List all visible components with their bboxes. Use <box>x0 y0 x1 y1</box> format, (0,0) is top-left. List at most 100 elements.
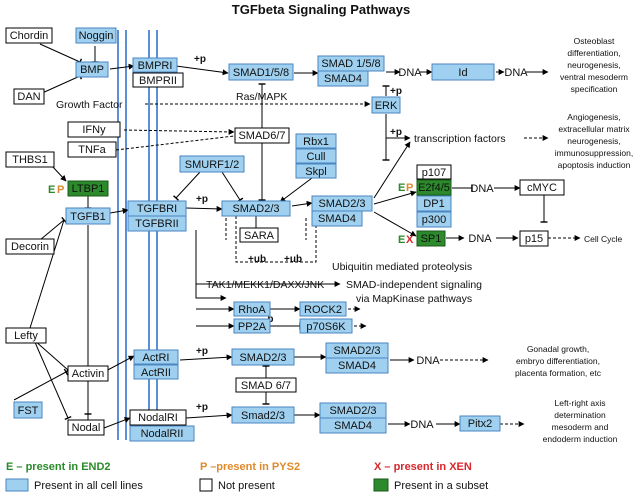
node-label: LTBP1 <box>72 183 105 195</box>
node-smad158[interactable]: SMAD1/5/8 <box>228 63 294 81</box>
node-ifny[interactable]: IFNy <box>67 121 121 138</box>
node-p70s6k[interactable]: p70S6K <box>299 318 353 334</box>
node-pitx2[interactable]: Pitx2 <box>459 415 501 432</box>
node-label: SMAD2/3 <box>232 203 279 215</box>
node-bmprii[interactable]: BMPRII <box>132 72 184 88</box>
outcome-line: Angiogenesis, <box>567 112 620 122</box>
node-e2f-complex[interactable]: p107 E2f4/5 DP1 p300 <box>416 164 452 228</box>
node-rock2[interactable]: ROCK2 <box>299 301 347 317</box>
phospho-label: +p <box>390 127 402 138</box>
node-tgfbr[interactable]: TGFBRI TGFBRII <box>127 200 187 232</box>
tak-label: TAK1/MEKK1/DAXX/JNK <box>206 279 324 291</box>
node-label: SMAD2/3 <box>329 405 376 417</box>
node-thbs1[interactable]: THBS1 <box>5 151 55 168</box>
node-p15[interactable]: p15 <box>519 230 549 247</box>
outcome-nodal: Left-right axis determination mesoderm a… <box>543 398 618 444</box>
phospho-label: +p <box>196 194 208 205</box>
node-actr[interactable]: ActRI ActRII <box>133 349 179 380</box>
node-label: DP1 <box>423 198 444 210</box>
node-id[interactable]: Id <box>431 63 495 81</box>
node-sara[interactable]: SARA <box>239 227 279 243</box>
legend-not: Not present <box>218 480 275 492</box>
node-label: p107 <box>422 167 446 179</box>
outcome-line: placenta formation, etc <box>515 368 602 378</box>
outcome-line: Left-right axis <box>554 398 605 408</box>
node-label: BMP <box>80 64 104 76</box>
node-tgfb1[interactable]: TGFB1 <box>65 207 111 225</box>
node-label: TGFBRII <box>135 218 178 230</box>
node-tnfa[interactable]: TNFa <box>67 141 117 158</box>
marker-e: E <box>48 184 55 196</box>
node-label: DAN <box>17 91 40 103</box>
smad-independent-label: SMAD-independent signaling <box>346 279 482 291</box>
node-bmpri[interactable]: BMPRI <box>132 57 178 73</box>
connectors <box>13 43 581 429</box>
node-nodalr[interactable]: NodalRI NodalRII <box>129 409 195 442</box>
node-smad23-activin[interactable]: SMAD2/3 <box>231 348 295 366</box>
node-smad23-complex[interactable]: SMAD2/3 SMAD4 <box>311 195 373 227</box>
node-chordin[interactable]: Chordin <box>5 27 53 44</box>
outcome-line: neurogenesis, <box>567 136 620 146</box>
dna-label: DNA <box>416 355 440 367</box>
node-noggin[interactable]: Noggin <box>75 27 117 44</box>
transcription-factors-label: transcription factors <box>414 133 506 145</box>
node-dan[interactable]: DAN <box>13 88 45 105</box>
node-smurf[interactable]: SMURF1/2 <box>179 155 245 173</box>
node-ltbp1[interactable]: LTBP1 <box>67 180 109 197</box>
node-erk[interactable]: ERK <box>371 96 401 114</box>
outcome-line: ventral mesoderm <box>560 72 628 82</box>
smad-independent-label: via MapKinase pathways <box>356 293 472 305</box>
node-smad67-activin[interactable]: SMAD 6/7 <box>235 377 297 393</box>
node-label: Cull <box>307 151 326 163</box>
node-sp1[interactable]: SP1 <box>416 230 446 247</box>
legend-x: X – present in XEN <box>374 461 472 473</box>
node-nodal[interactable]: Nodal <box>67 419 105 436</box>
outcome-line: endoderm induction <box>543 434 618 444</box>
node-label: SMAD4 <box>334 420 372 432</box>
node-label: Noggin <box>79 30 114 42</box>
outcome-line: embryo differentiation, <box>516 356 600 366</box>
node-label: p300 <box>422 214 446 226</box>
dna-label: DNA <box>504 67 528 79</box>
node-label: E2f4/5 <box>418 182 450 194</box>
outcome-line: differentiation, <box>567 48 620 58</box>
node-label: Nodal <box>72 422 101 434</box>
outcome-line: apoptosis induction <box>558 160 631 170</box>
node-rhoa[interactable]: RhoA <box>233 301 271 317</box>
node-cmyc[interactable]: cMYC <box>519 179 565 196</box>
node-ubiquitin-ligase[interactable]: Rbx1 Cull Skpl <box>295 133 337 179</box>
node-label: Smad2/3 <box>241 410 285 422</box>
node-label: SMAD 6/7 <box>241 380 291 392</box>
node-activin[interactable]: Activin <box>67 365 109 382</box>
node-smad67[interactable]: SMAD6/7 <box>234 127 290 144</box>
node-smad158-complex[interactable]: SMAD 1/5/8 SMAD4 <box>317 55 385 87</box>
ubiquitin-label-text: Ubiquitin mediated proteolysis <box>332 261 472 273</box>
legend-all: Present in all cell lines <box>34 480 143 492</box>
node-label: RhoA <box>238 304 266 316</box>
outcome-tf: Angiogenesis, extracellular matrix neuro… <box>555 112 633 170</box>
node-smad23-nodal[interactable]: Smad2/3 <box>231 406 295 424</box>
node-lefty[interactable]: Lefty <box>5 327 47 344</box>
node-label: TGFBRI <box>137 203 177 215</box>
node-decorin[interactable]: Decorin <box>5 238 55 255</box>
node-label: SMAD6/7 <box>238 130 285 142</box>
diagram-title: TGFbeta Signaling Pathways <box>232 2 410 17</box>
node-label: FST <box>18 405 39 417</box>
marker-e: E <box>398 182 405 194</box>
node-fst[interactable]: FST <box>13 401 43 419</box>
node-label: IFNy <box>82 124 106 136</box>
node-label: Chordin <box>10 30 49 42</box>
node-label: Id <box>458 67 467 79</box>
node-smad23-nodal-complex[interactable]: SMAD2/3 SMAD4 <box>319 402 387 434</box>
node-label: Skpl <box>305 166 326 178</box>
node-smad23[interactable]: SMAD2/3 <box>221 200 291 217</box>
node-pp2a[interactable]: PP2A <box>233 318 271 334</box>
node-label: SMAD2/3 <box>333 345 380 357</box>
node-label: Lefty <box>14 330 38 342</box>
node-label: p15 <box>525 233 543 245</box>
node-label: BMPRII <box>139 75 177 87</box>
node-smad23-activin-complex[interactable]: SMAD2/3 SMAD4 <box>325 342 389 374</box>
node-bmp[interactable]: BMP <box>75 61 109 78</box>
ubiquitin-label: +ub <box>284 254 302 265</box>
